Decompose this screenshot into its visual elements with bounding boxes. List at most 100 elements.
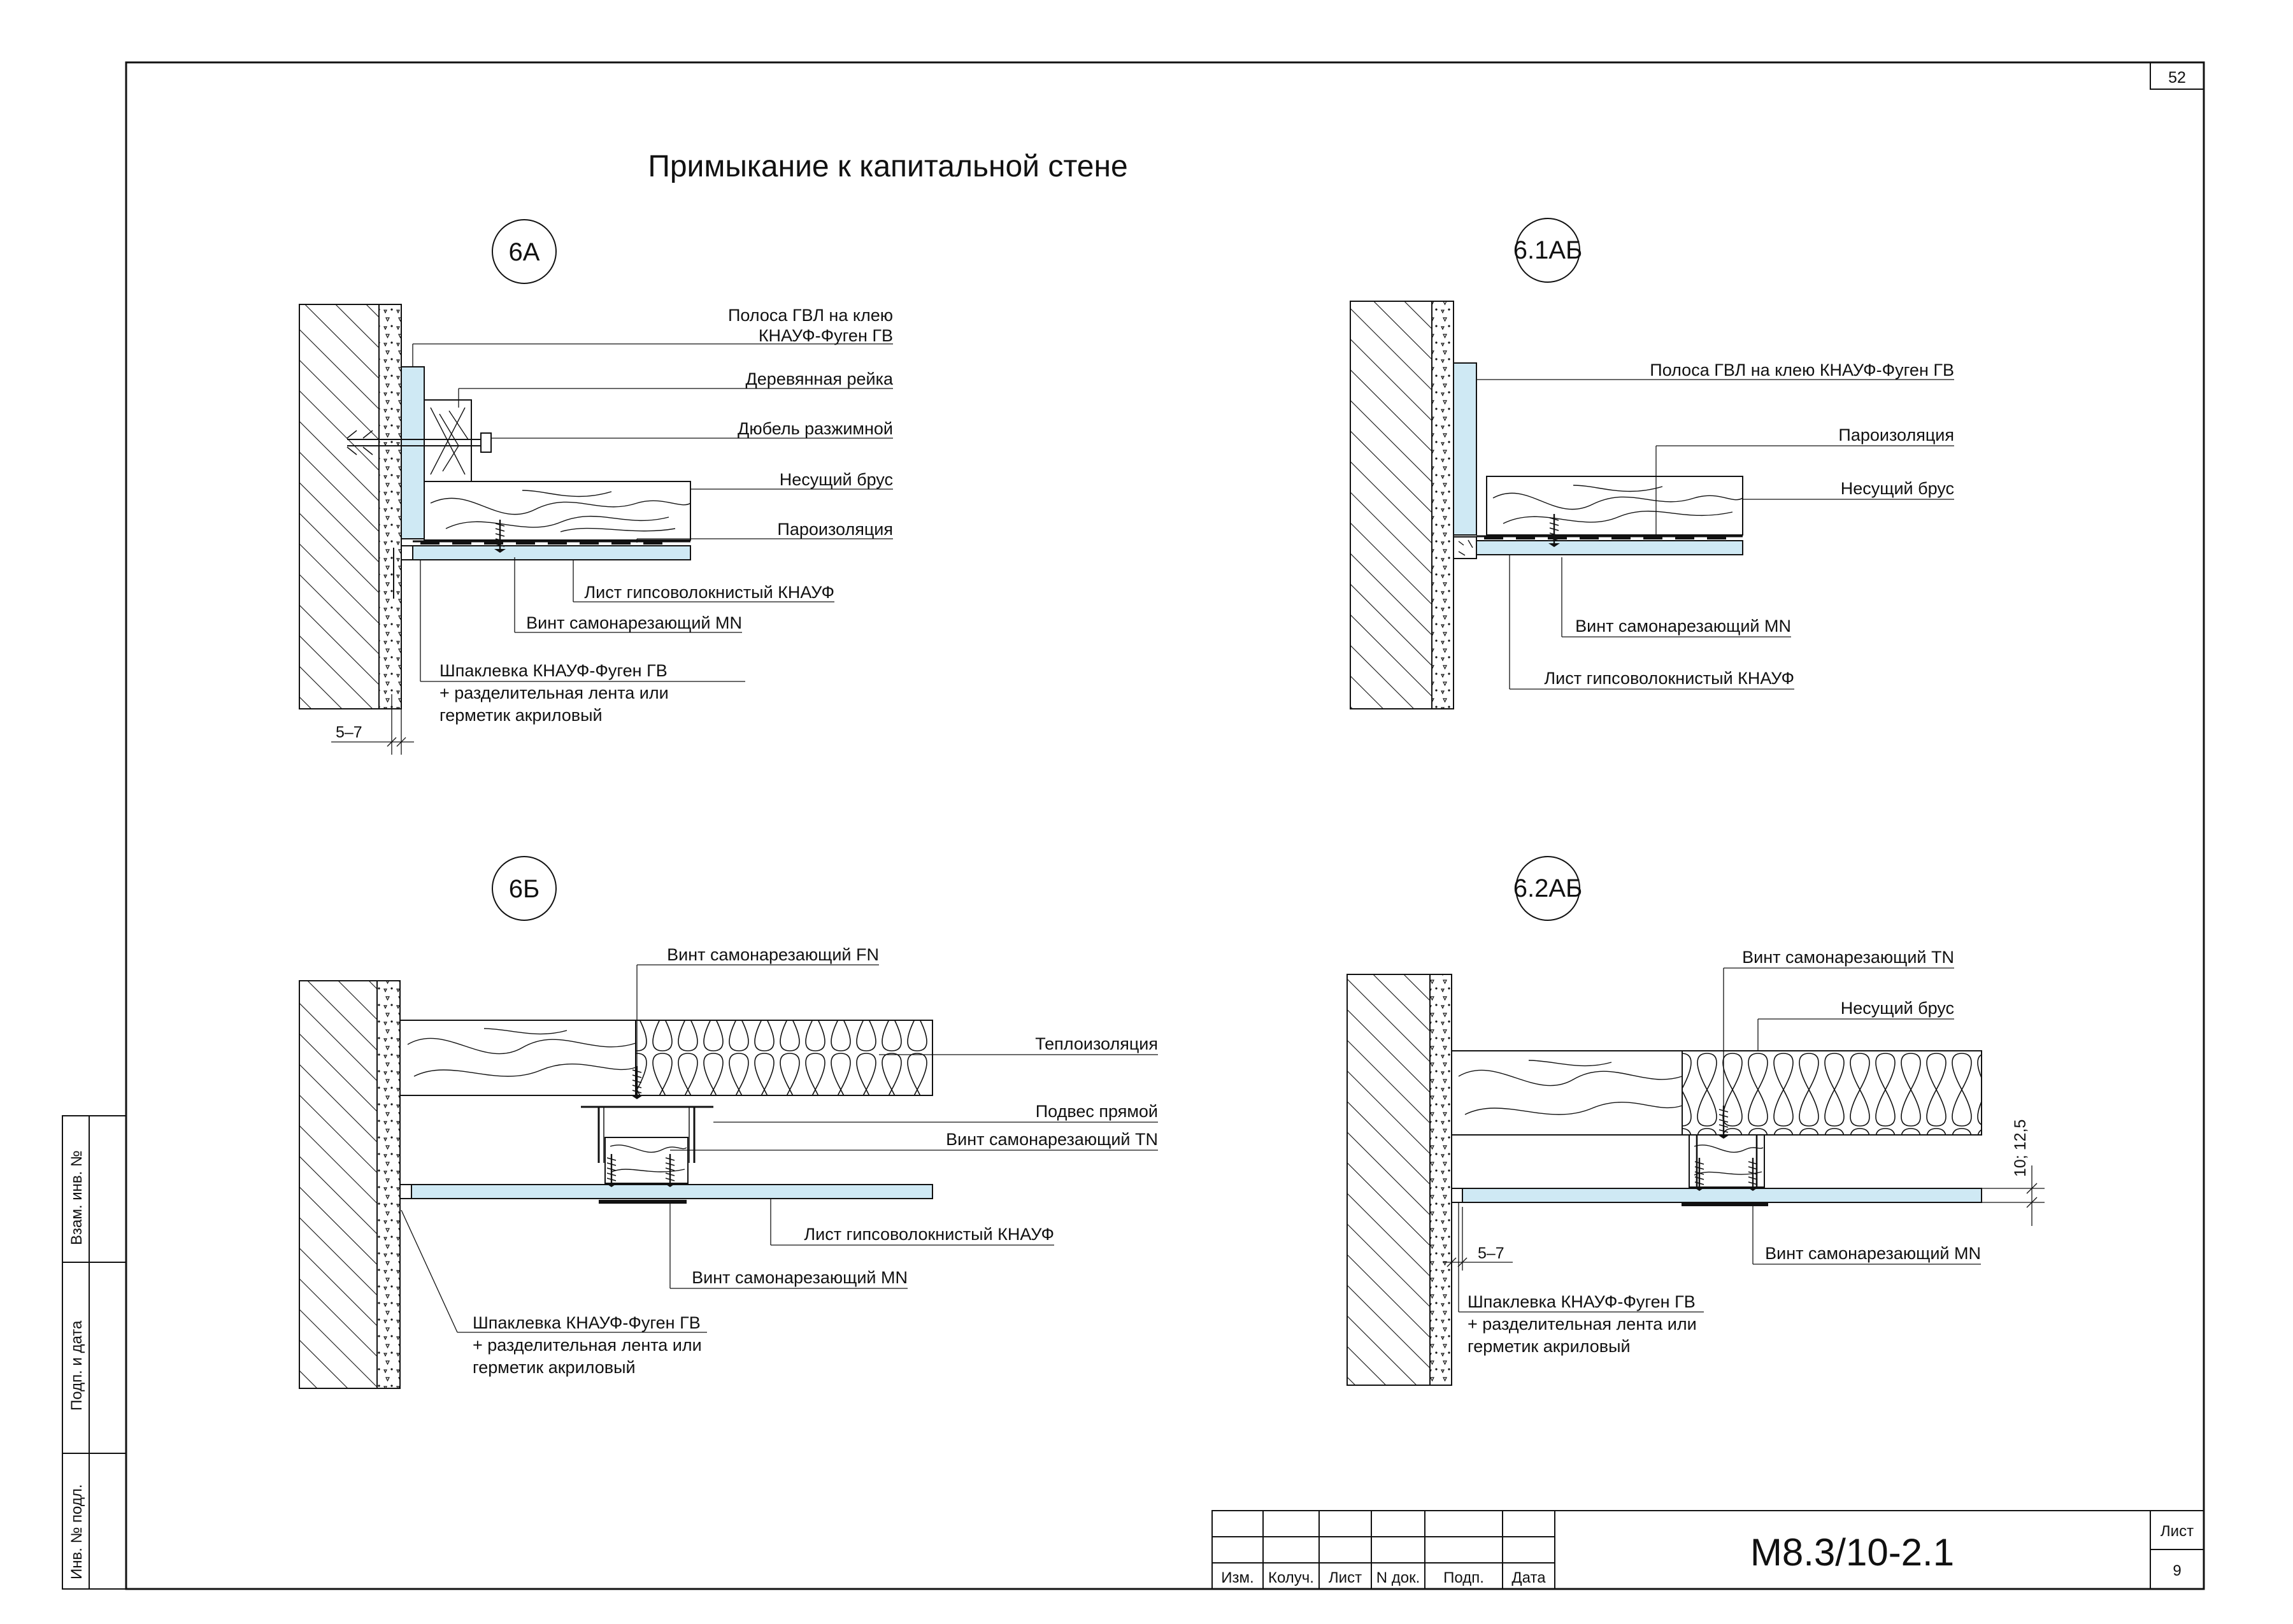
dim-6a-gap: 5–7	[336, 723, 362, 741]
label-6a-putty-3: герметик акриловый	[439, 706, 603, 725]
masonry-wall	[299, 980, 378, 1389]
sheet-label: Лист	[2161, 1523, 2194, 1540]
label-6b-hanger: Подвес прямой	[1036, 1102, 1158, 1121]
stamp-col-izm: Изм.	[1221, 1569, 1254, 1586]
detail-6b-leaders	[401, 964, 1158, 1333]
label-6a-vapor: Пароизоляция	[777, 520, 893, 539]
detail-62ab-id: 6.2АБ	[1513, 874, 1583, 902]
load-bearing-beam	[1486, 476, 1743, 536]
side-field-sign-date: Подп. и дата	[68, 1320, 85, 1411]
side-field-replace: Взам. инв. №	[68, 1150, 85, 1245]
label-62ab-putty-1: Шпаклевка КНАУФ-Фуген ГВ	[1468, 1292, 1696, 1311]
load-bearing-beam	[1451, 1050, 1683, 1136]
label-61ab-vapor: Пароизоляция	[1838, 425, 1954, 445]
putty-joint	[399, 1184, 412, 1199]
page-number-box	[2150, 62, 2204, 90]
detail-6a-leaders	[331, 343, 893, 755]
mounting-plate	[599, 1200, 687, 1204]
masonry-wall	[299, 304, 380, 709]
gypsum-fibre-sheet	[412, 545, 691, 560]
sheet-title: Примыкание к капитальной стене	[648, 150, 1127, 183]
detail-62ab: 6.2АБ 10; 12,5	[1347, 856, 2045, 1386]
label-6b-screw-mn: Винт самонарезающий MN	[692, 1268, 908, 1287]
direct-hanger	[581, 1106, 713, 1163]
detail-61ab-leaders	[1476, 379, 1954, 690]
label-6a-dowel: Дюбель разжимной	[738, 419, 893, 438]
label-62ab-putty-3: герметик акриловый	[1468, 1337, 1631, 1356]
label-6b-insulation: Теплоизоляция	[1035, 1034, 1158, 1053]
detail-6b-bubble	[492, 856, 557, 921]
label-62ab-putty-2: + разделительная лента или	[1468, 1314, 1697, 1334]
mounting-plate	[1682, 1202, 1768, 1206]
label-62ab-beam: Несущий брус	[1841, 999, 1954, 1018]
label-6b-putty-1: Шпаклевка КНАУФ-Фуген ГВ	[473, 1313, 701, 1332]
gypsum-fibre-sheet	[411, 1184, 933, 1199]
stamp-col-date: Дата	[1511, 1569, 1546, 1586]
title-block: Изм. Колуч. Лист N док. Подп. Дата М8.3/…	[1211, 1510, 2204, 1590]
load-bearing-beam	[424, 481, 691, 541]
drawing-frame	[125, 61, 2205, 1590]
masonry-wall	[1350, 301, 1432, 709]
label-6a-beam: Несущий брус	[780, 470, 893, 489]
detail-6a-bubble	[492, 219, 557, 284]
label-6a-putty-1: Шпаклевка КНАУФ-Фуген ГВ	[439, 661, 668, 680]
label-6a-batten: Деревянная рейка	[746, 369, 894, 388]
load-bearing-beam	[399, 1020, 636, 1096]
label-62ab-screw-tn: Винт самонарезающий TN	[1742, 948, 1954, 967]
label-6b-putty-2: + разделительная лента или	[473, 1336, 702, 1355]
page-number: 52	[2168, 69, 2186, 87]
detail-6a-id: 6А	[509, 238, 540, 266]
stamp-col-sign: Подп.	[1443, 1569, 1484, 1586]
thermal-insulation	[635, 1020, 933, 1096]
stamp-col-koluch: Колуч.	[1268, 1569, 1314, 1586]
stamp-col-doc: N док.	[1376, 1569, 1420, 1586]
detail-6a: 6А	[299, 219, 894, 755]
gvl-strip	[1453, 362, 1477, 536]
gypsum-fibre-sheet	[1476, 540, 1743, 555]
label-6b-sheet: Лист гипсоволокнистый КНАУФ	[804, 1225, 1054, 1244]
dim-62ab-gap	[1443, 1207, 1513, 1271]
label-6b-putty-3: герметик акриловый	[473, 1358, 636, 1377]
detail-61ab-bubble	[1515, 218, 1580, 283]
side-field-inventory: Инв. № подл.	[68, 1485, 85, 1580]
detail-62ab-leaders	[1458, 967, 1981, 1313]
label-6b-screw-tn: Винт самонарезающий TN	[946, 1130, 1158, 1149]
wall-plaster	[1431, 301, 1454, 709]
wall-plaster	[1429, 974, 1452, 1386]
detail-6b-id: 6Б	[509, 875, 540, 903]
side-strip: Взам. инв. № Подп. и дата Инв. № подл.	[62, 1115, 127, 1590]
label-6a-strip-2: КНАУФ-Фуген ГВ	[759, 326, 893, 345]
dim-62ab-gap-value: 5–7	[1478, 1244, 1504, 1262]
label-61ab-sheet: Лист гипсоволокнистый КНАУФ	[1544, 669, 1794, 688]
label-6b-screw-fn: Винт самонарезающий FN	[667, 945, 879, 964]
wall-plaster	[378, 304, 402, 709]
gvl-strip	[401, 366, 425, 539]
label-62ab-screw-mn: Винт самонарезающий MN	[1765, 1244, 1981, 1263]
label-61ab-strip: Полоса ГВЛ на клею КНАУФ-Фуген ГВ	[1650, 360, 1954, 380]
label-61ab-screw: Винт самонарезающий MN	[1575, 616, 1791, 636]
label-6a-sheet: Лист гипсоволокнистый КНАУФ	[584, 583, 834, 602]
detail-6b: 6Б	[299, 856, 1158, 1389]
drawing-code: М8.3/10-2.1	[1750, 1531, 1954, 1574]
stamp-col-list: Лист	[1329, 1569, 1362, 1586]
thermal-insulation	[1682, 1050, 1982, 1136]
dim-62ab-thickness	[1982, 1165, 2045, 1226]
label-6a-screw: Винт самонарезающий MN	[526, 613, 742, 632]
label-6a-putty-2: + разделительная лента или	[439, 683, 669, 702]
label-61ab-beam: Несущий брус	[1841, 479, 1954, 498]
vapor-barrier	[413, 540, 690, 545]
wall-plaster	[376, 980, 401, 1389]
detail-61ab: 6.1АБ Полоса ГВЛ на клею КНАУФ-Фуген ГВ …	[1350, 218, 1954, 709]
label-6a-strip-1: Полоса ГВЛ на клею	[728, 306, 893, 325]
detail-61ab-id: 6.1АБ	[1513, 236, 1583, 264]
dim-62ab-thickness-value: 10; 12,5	[2011, 1120, 2029, 1177]
detail-62ab-bubble	[1515, 856, 1580, 921]
vapor-barrier	[1476, 535, 1743, 539]
putty-joint	[401, 545, 413, 560]
putty-joint	[1451, 1188, 1463, 1203]
gypsum-fibre-sheet	[1462, 1188, 1982, 1203]
wooden-block	[604, 1137, 689, 1184]
masonry-wall	[1347, 974, 1431, 1386]
expansion-dowel	[346, 430, 492, 455]
